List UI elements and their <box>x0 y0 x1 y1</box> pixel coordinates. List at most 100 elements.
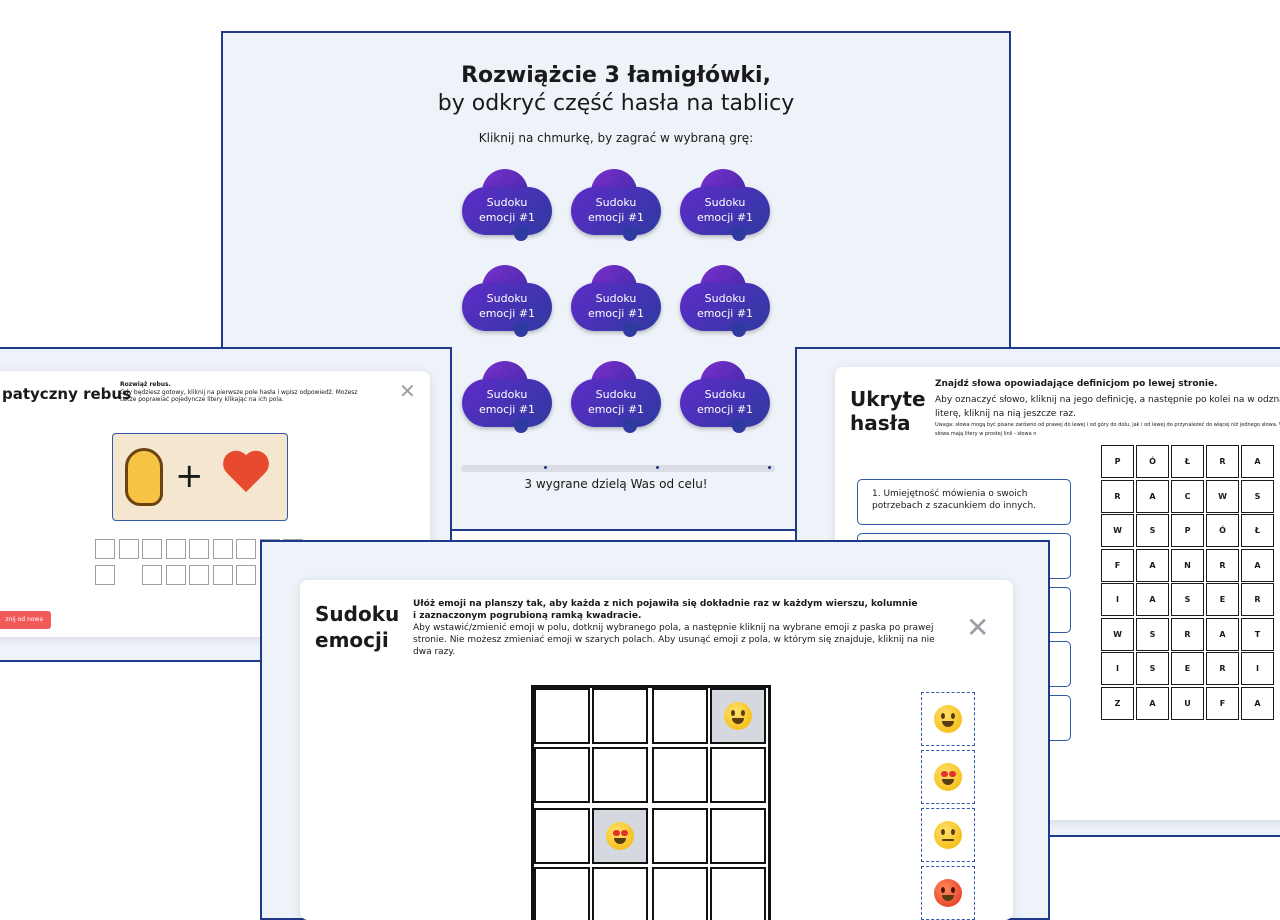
letter-cell[interactable]: R <box>1206 548 1239 582</box>
letter-cell[interactable]: Ó <box>1206 514 1239 547</box>
reset-button[interactable]: znij od nowa <box>0 611 51 629</box>
cloud-shape <box>462 187 552 235</box>
answer-letter-box[interactable] <box>212 565 233 585</box>
game-cloud-button[interactable]: Sudoku emocji #1 <box>571 265 663 341</box>
letter-cell[interactable]: S <box>1171 583 1204 616</box>
letter-cell[interactable]: F <box>1206 686 1239 720</box>
answer-letter-box[interactable] <box>236 539 256 559</box>
sudoku-cell[interactable] <box>592 867 648 920</box>
letter-cell[interactable]: F <box>1101 548 1134 582</box>
game-cloud-button[interactable]: Sudoku emocji #1 <box>680 265 772 341</box>
game-cloud-button[interactable]: Sudoku emocji #1 <box>571 169 663 245</box>
letter-cell[interactable]: C <box>1171 479 1204 513</box>
sudoku-cell[interactable] <box>652 747 708 803</box>
answer-letter-box[interactable] <box>118 539 139 559</box>
answer-letter-box[interactable] <box>165 565 186 585</box>
ear-icon <box>125 448 163 506</box>
letter-cell[interactable]: E <box>1171 652 1204 685</box>
sudoku-screen: Sudoku emocji Ułóż emoji na planszy tak,… <box>260 540 1050 920</box>
letter-cell[interactable]: S <box>1136 652 1169 685</box>
letter-cell[interactable]: P <box>1171 514 1204 547</box>
game-cloud-button[interactable]: Sudoku emocji #1 <box>680 361 772 437</box>
letter-cell[interactable]: W <box>1101 514 1134 547</box>
rebus-puzzle-image: + <box>112 433 288 521</box>
letter-cell[interactable]: S <box>1136 514 1169 547</box>
letter-cell[interactable]: A <box>1241 686 1274 720</box>
letter-cell[interactable]: Z <box>1101 686 1134 720</box>
answer-letter-box[interactable] <box>189 539 209 559</box>
sudoku-cell[interactable] <box>534 808 590 864</box>
sudoku-cell[interactable] <box>592 688 648 744</box>
game-cloud-button[interactable]: Sudoku emocji #1 <box>462 265 554 341</box>
letter-cell[interactable]: A <box>1136 479 1169 513</box>
game-cloud-button[interactable]: Sudoku emocji #1 <box>571 361 663 437</box>
letter-cell[interactable]: R <box>1101 479 1134 513</box>
letter-cell[interactable]: R <box>1206 652 1239 685</box>
letter-cell[interactable]: A <box>1241 548 1274 582</box>
sudoku-cell[interactable] <box>534 747 590 803</box>
sudoku-cell[interactable] <box>710 747 766 803</box>
answer-letter-box[interactable] <box>165 539 186 559</box>
sudoku-cell <box>592 808 648 864</box>
sudoku-cell[interactable] <box>534 867 590 920</box>
answer-letter-box[interactable] <box>95 565 115 585</box>
plus-icon: + <box>175 456 204 496</box>
letter-cell[interactable]: P <box>1101 445 1134 478</box>
letter-cell[interactable]: W <box>1206 479 1239 513</box>
sudoku-cell[interactable] <box>652 867 708 920</box>
letter-cell[interactable]: I <box>1101 583 1134 616</box>
sudoku-cell[interactable] <box>710 808 766 864</box>
definition-text: 1. Umiejętność mówienia o swoich potrzeb… <box>872 489 1037 511</box>
emoji-palette-item[interactable] <box>921 866 975 920</box>
game-cloud-button[interactable]: Sudoku emocji #1 <box>462 361 554 437</box>
letter-cell[interactable]: W <box>1101 617 1134 651</box>
letter-cell[interactable]: S <box>1136 617 1169 651</box>
cloud-tail <box>623 323 637 337</box>
letter-cell[interactable]: A <box>1241 445 1274 478</box>
answer-letter-box[interactable] <box>189 565 209 585</box>
definition-item[interactable]: 1. Umiejętność mówienia o swoich potrzeb… <box>857 479 1071 525</box>
letter-cell[interactable]: R <box>1171 617 1204 651</box>
letter-cell[interactable]: R <box>1241 583 1274 616</box>
letter-cell[interactable]: T <box>1241 617 1274 651</box>
emoji-palette-item[interactable] <box>921 808 975 862</box>
answer-letter-box[interactable] <box>142 539 162 559</box>
sudoku-cell[interactable] <box>710 867 766 920</box>
cloud-shape <box>462 379 552 427</box>
letter-cell[interactable]: E <box>1206 583 1239 616</box>
letter-cell[interactable]: N <box>1171 548 1204 582</box>
sudoku-description: Aby wstawić/zmienić emoji w polu, dotkni… <box>413 623 935 657</box>
emoji-palette-item[interactable] <box>921 750 975 804</box>
letter-cell[interactable]: Ł <box>1241 514 1274 547</box>
letter-cell[interactable]: S <box>1241 479 1274 513</box>
letter-cell[interactable]: I <box>1101 652 1134 685</box>
sad-emoji-icon <box>934 821 962 849</box>
cloud-shape <box>462 283 552 331</box>
emoji-palette-item[interactable] <box>921 692 975 746</box>
letter-cell[interactable]: Ł <box>1171 445 1204 478</box>
letter-cell[interactable]: I <box>1241 652 1274 685</box>
game-cloud-label: Sudoku emocji #1 <box>478 196 536 224</box>
game-cloud-button[interactable]: Sudoku emocji #1 <box>462 169 554 245</box>
letter-cell[interactable]: A <box>1136 548 1169 582</box>
close-icon[interactable]: ✕ <box>966 611 990 644</box>
close-icon[interactable]: ✕ <box>399 379 416 403</box>
sudoku-cell[interactable] <box>534 688 590 744</box>
sudoku-cell[interactable] <box>592 747 648 803</box>
progress-marker <box>544 466 547 469</box>
answer-letter-box[interactable] <box>212 539 233 559</box>
letter-cell[interactable]: A <box>1206 617 1239 651</box>
answer-letter-box[interactable] <box>142 565 162 585</box>
letter-cell[interactable]: A <box>1136 583 1169 616</box>
answer-letter-box[interactable] <box>236 565 256 585</box>
sudoku-cell[interactable] <box>652 808 708 864</box>
letter-cell[interactable]: U <box>1171 686 1204 720</box>
letter-cell[interactable]: R <box>1206 445 1239 478</box>
game-cloud-button[interactable]: Sudoku emocji #1 <box>680 169 772 245</box>
letter-cell[interactable]: Ó <box>1136 445 1169 478</box>
answer-letter-box[interactable] <box>95 539 115 559</box>
angry-emoji-icon <box>934 879 962 907</box>
game-cloud-label: Sudoku emocji #1 <box>587 388 645 416</box>
letter-cell[interactable]: A <box>1136 686 1169 720</box>
sudoku-cell[interactable] <box>652 688 708 744</box>
